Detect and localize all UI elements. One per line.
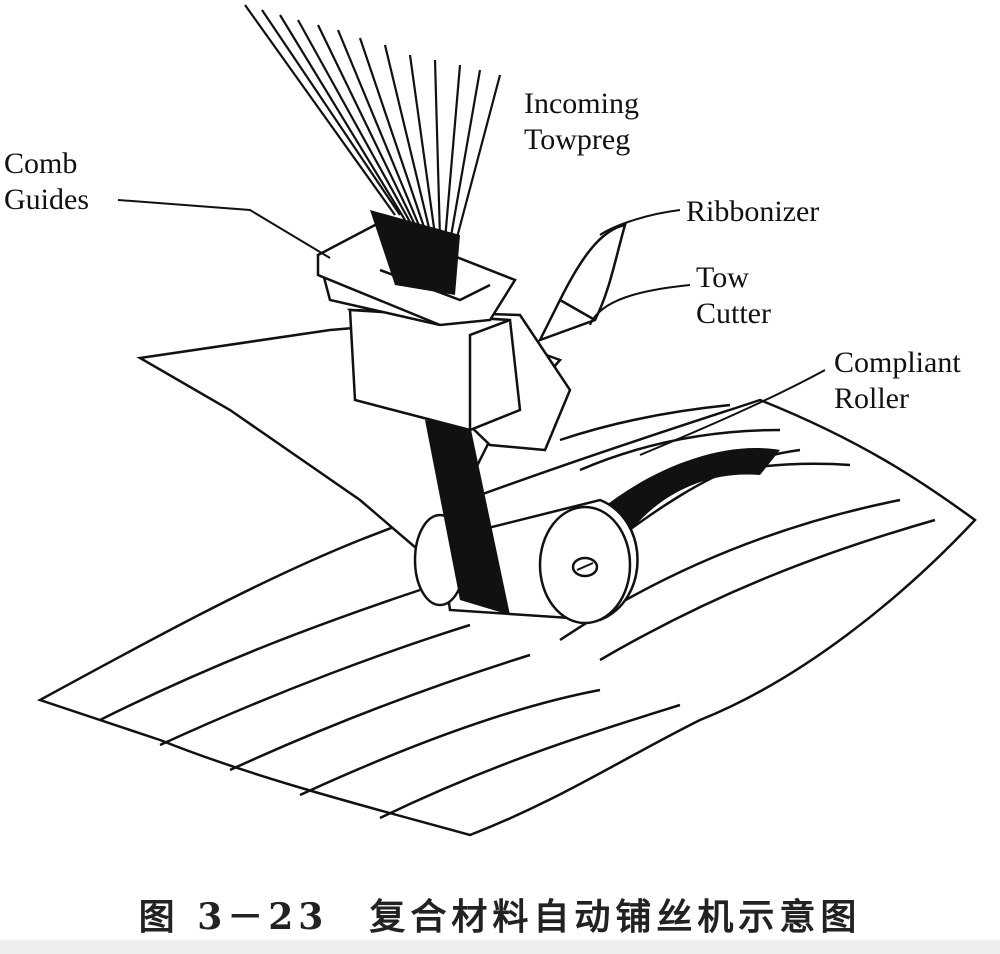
- ribbonizer-fin: [537, 223, 627, 343]
- surface-line: [99, 588, 421, 722]
- surface-line: [579, 428, 781, 472]
- surface-line: [229, 653, 531, 772]
- surface-line: [599, 518, 936, 662]
- ribbonizer-label: Ribbonizer: [686, 195, 820, 228]
- incoming-towpreg-fibers: [244, 4, 502, 246]
- incoming-towpreg-label: Incoming Towpreg: [524, 87, 639, 156]
- surface-line: [559, 403, 731, 442]
- fiber-bundle: [370, 210, 460, 295]
- leader-tow-cutter: [589, 284, 691, 326]
- footer-band: [0, 940, 1000, 954]
- placement-head: [316, 223, 627, 452]
- leader-ribbonizer: [599, 209, 681, 236]
- leader-lines: [117, 199, 826, 456]
- leader-compliant-roller: [639, 369, 826, 456]
- compliant-roller-label: Compliant Roller: [834, 346, 961, 415]
- leader-comb-guides: [117, 199, 331, 259]
- layup-surface: [36, 398, 977, 837]
- tow-band-feed: [425, 420, 510, 615]
- surface-line: [159, 623, 471, 747]
- surface-outline: [36, 398, 977, 837]
- figure-caption: 图 3－23 复合材料自动铺丝机示意图: [138, 896, 862, 938]
- surface-line: [299, 688, 601, 797]
- laid-tow-band: [600, 448, 780, 545]
- surface-line: [379, 703, 681, 820]
- tow-cutter-label: Tow Cutter: [696, 261, 771, 330]
- comb-guides-label: Comb Guides: [4, 147, 89, 216]
